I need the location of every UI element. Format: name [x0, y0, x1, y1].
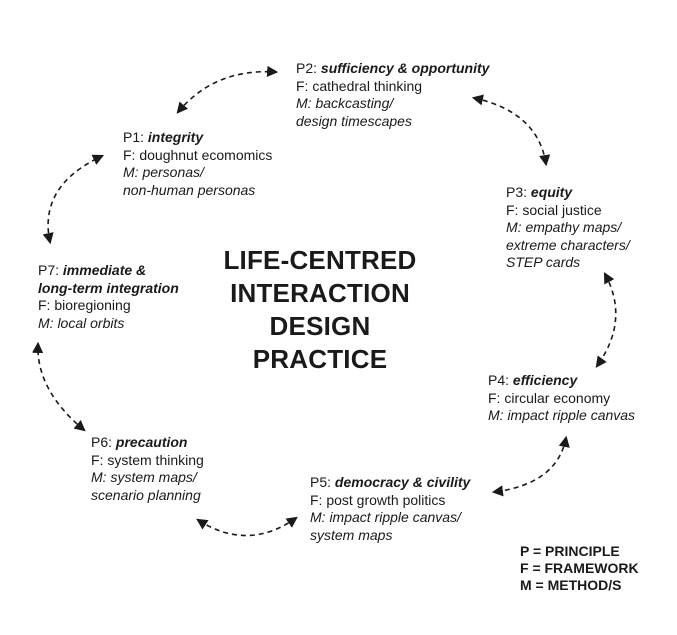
method-line: M: impact ripple canvas/ [310, 509, 461, 525]
principle-heading: P2: sufficiency & opportunity [296, 60, 490, 76]
principle-p6: P6: precaution F: system thinking M: sys… [91, 434, 204, 504]
method-line: M: backcasting/ [296, 95, 394, 111]
framework-line: F: circular economy [488, 389, 611, 406]
principle-heading-continued: long-term integration [38, 279, 179, 296]
method-line: design timescapes [296, 112, 412, 129]
framework-line: F: post growth politics [310, 491, 446, 508]
legend: P = PRINCIPLE F = FRAMEWORK M = METHOD/S [520, 543, 639, 594]
principle-p2: P2: sufficiency & opportunity F: cathedr… [296, 60, 489, 130]
method-line: extreme characters/ [506, 236, 630, 253]
framework-line: F: system thinking [91, 451, 204, 468]
arrow-p7-p1 [42, 154, 105, 245]
principle-heading: P1: integrity [123, 129, 204, 145]
legend-item: F = FRAMEWORK [520, 560, 639, 576]
arrow-p3-p4 [595, 272, 617, 368]
method-line: non-human personas [123, 181, 256, 198]
framework-line: F: bioregioning [38, 297, 131, 313]
principle-heading: P4: efficiency [488, 372, 578, 388]
framework-line: F: cathedral thinking [296, 77, 423, 94]
principle-p5: P5: democracy & civility F: post growth … [310, 474, 470, 544]
method-line: system maps [310, 526, 393, 543]
framework-line: F: doughnut ecomomics [123, 146, 273, 163]
method-line: M: empathy maps/ [506, 219, 622, 235]
principle-p7: P7: immediate & long-term integration F:… [38, 262, 179, 332]
arrow-p1-p2 [176, 65, 279, 114]
method-line: M: local orbits [38, 314, 125, 331]
method-line: M: system maps/ [91, 469, 197, 485]
method-line: scenario planning [91, 486, 201, 503]
arrow-p6-p7 [32, 341, 86, 432]
principle-p3: P3: equity F: social justice M: empathy … [506, 184, 630, 272]
principle-heading: P6: precaution [91, 434, 188, 450]
framework-line: F: social justice [506, 201, 602, 218]
arrow-p5-p6 [196, 516, 298, 537]
legend-item: M = METHOD/S [520, 577, 622, 593]
arrow-p2-p3 [471, 94, 551, 167]
method-line: STEP cards [506, 254, 581, 270]
method-line: M: impact ripple canvas [488, 407, 636, 423]
principle-heading: P5: democracy & civility [310, 474, 471, 490]
principle-p1: P1: integrity F: doughnut ecomomics M: p… [123, 129, 272, 199]
principle-p4: P4: efficiency F: circular economy M: im… [488, 372, 635, 425]
method-line: M: personas/ [123, 164, 204, 180]
legend-item: P = PRINCIPLE [520, 543, 620, 559]
arrow-p4-p5 [491, 435, 570, 497]
principle-heading: P3: equity [506, 184, 573, 200]
diagram-title: LIFE-CENTRED INTERACTION DESIGN PRACTICE [223, 245, 417, 374]
principle-heading: P7: immediate & [38, 262, 147, 278]
